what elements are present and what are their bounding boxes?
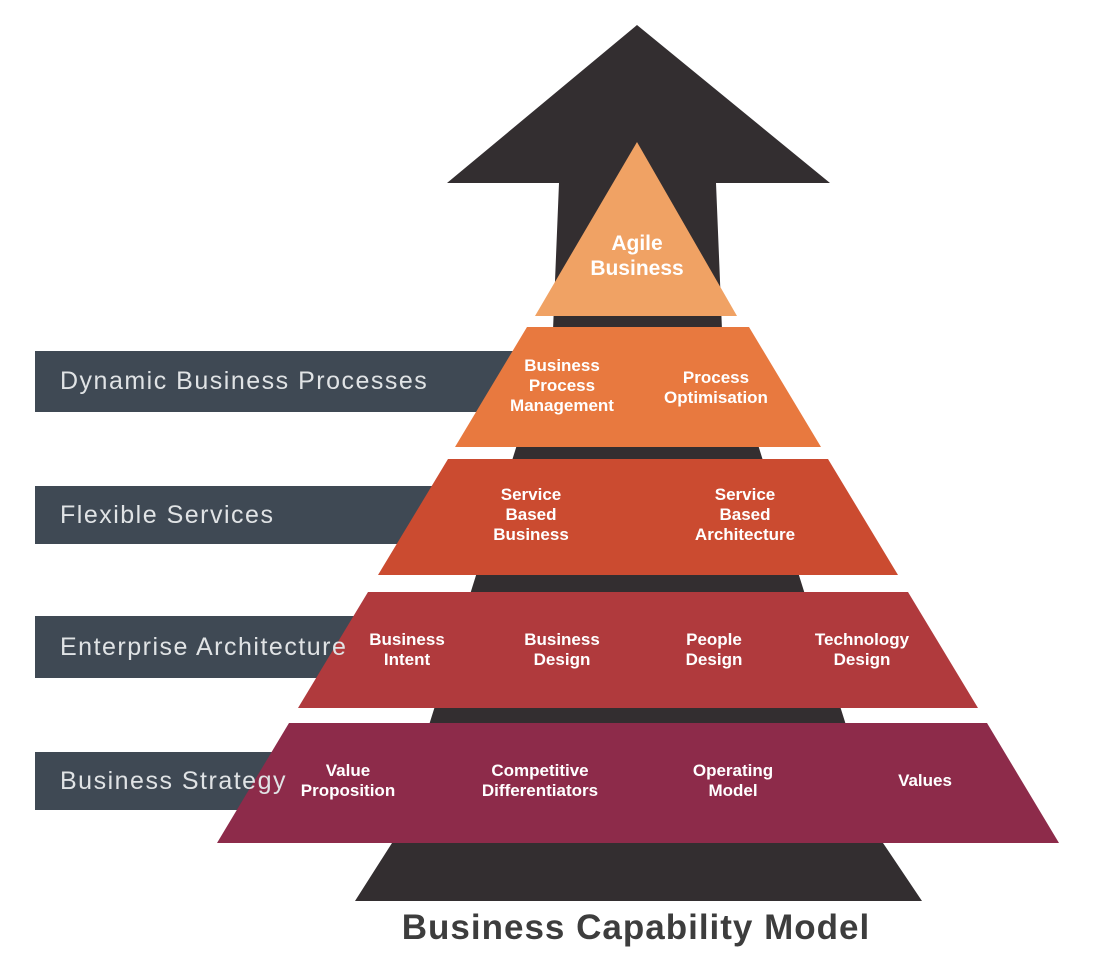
segment-business-intent: Business Intent xyxy=(369,630,445,669)
pyramid-level-2-shape xyxy=(455,327,821,447)
row-label-enterprise-architecture: Enterprise Architecture xyxy=(60,632,348,661)
segment-service-based-business: Service Based Business xyxy=(493,485,569,544)
segment-service-based-architecture: Service Based Architecture xyxy=(694,485,796,544)
segment-operating-model: Operating Model xyxy=(692,761,774,800)
segment-business-design: Business Design xyxy=(524,630,600,669)
segment-people-design: People Design xyxy=(685,630,743,669)
row-label-box-dynamic-business-processes xyxy=(35,351,513,412)
row-label-dynamic-business-processes: Dynamic Business Processes xyxy=(60,367,429,395)
row-label-business-strategy: Business Strategy xyxy=(60,766,287,795)
row-label-box-enterprise-architecture xyxy=(35,616,360,678)
segment-values: Values xyxy=(898,771,952,790)
apex-label: Agile Business xyxy=(590,232,684,280)
diagram-title: Business Capability Model xyxy=(401,908,871,947)
pyramid-level-5-shape xyxy=(217,723,1059,843)
pyramid-level-4-shape xyxy=(298,592,978,708)
segment-business-process-management: Business Process Management xyxy=(510,356,614,415)
row-label-flexible-services: Flexible Services xyxy=(60,500,275,529)
segment-value-proposition: Value Proposition xyxy=(300,761,396,800)
row-label-box-flexible-services xyxy=(35,486,436,544)
apex-triangle xyxy=(535,142,737,316)
row-label-box-business-strategy xyxy=(35,752,278,810)
segment-competitive-differentiators: Competitive Differentiators xyxy=(481,761,599,800)
segment-process-optimisation: Process Optimisation xyxy=(664,368,768,407)
pyramid-level-3-shape xyxy=(378,459,898,575)
segment-technology-design: Technology Design xyxy=(814,630,910,669)
